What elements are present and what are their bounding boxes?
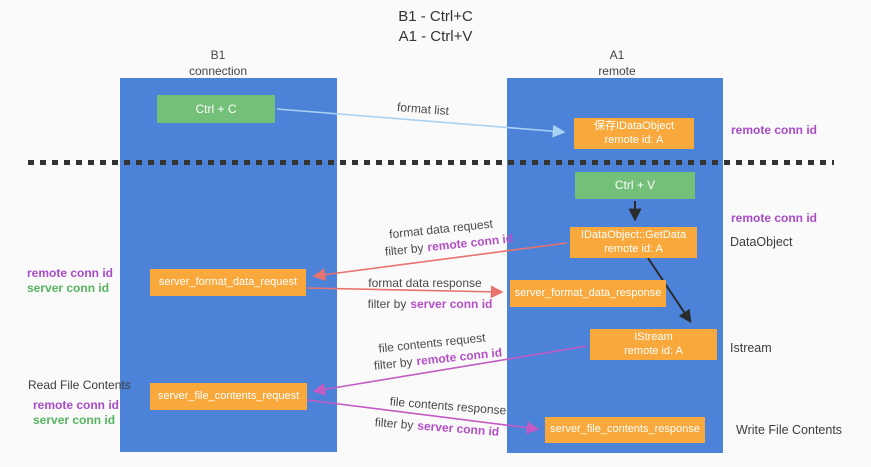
istream-box: IStream remote id: A [590, 329, 717, 360]
label-format-data-response: format data response [368, 276, 481, 290]
title-line-1: B1 - Ctrl+C [398, 8, 473, 25]
saved-dataobject-box: 保存IDataObject remote id: A [574, 118, 694, 149]
lane-header-a1: A1 remote [557, 48, 677, 79]
getdata-line1: IDataObject::GetData [580, 228, 687, 241]
filter-by-text: filter by [367, 297, 407, 311]
lane-header-a1-line2: remote [598, 63, 636, 78]
server-format-data-request-box: server_format_data_request [150, 269, 306, 296]
label-format-list: format list [397, 100, 450, 118]
remote-conn-id-text: remote conn id [27, 266, 114, 280]
server-conn-id-text: server conn id [33, 413, 116, 427]
title-line-2: A1 - Ctrl+V [398, 28, 473, 46]
saved-dataobject-line1: 保存IDataObject [593, 119, 675, 132]
server-file-contents-request-box: server_file_contents_request [150, 383, 307, 410]
remote-conn-id-text: remote conn id [33, 398, 120, 412]
write-file-contents-text: Write File Contents [736, 423, 843, 437]
istream-side-label: Istream [730, 341, 772, 355]
ctrl-v-box: Ctrl + V [575, 172, 695, 199]
read-file-contents-text: Read File Contents [28, 378, 131, 392]
getdata-line2: remote id: A [604, 242, 663, 255]
diagram-title: B1 - Ctrl+C A1 - Ctrl+V [0, 7, 871, 48]
ctrl-c-label: Ctrl + C [195, 101, 237, 116]
filter-by-text: filter by [384, 240, 425, 259]
server-file-contents-request-label: server_file_contents_request [157, 389, 300, 402]
left-remote-conn-id-label: remote conn id [27, 266, 113, 280]
left-server-conn-id-label: server conn id [27, 281, 109, 295]
server-file-contents-response-label: server_file_contents_response [550, 423, 700, 436]
remote-conn-id-text: remote conn id [731, 211, 818, 225]
lane-header-b1-line1: B1 [210, 48, 226, 62]
dataobject-label: DataObject [730, 235, 793, 249]
write-file-contents-label: Write File Contents [736, 423, 842, 437]
istream-text: Istream [730, 341, 772, 355]
server-conn-id-text: server conn id [27, 281, 110, 295]
server-format-data-request-label: server_format_data_request [158, 275, 298, 288]
lane-header-b1-line2: connection [188, 63, 248, 78]
ctrl-v-label: Ctrl + V [614, 178, 656, 192]
dataobject-text: DataObject [730, 235, 793, 249]
lane-header-a1-line1: A1 [609, 48, 625, 62]
istream-line2: remote id: A [624, 344, 683, 357]
idataobject-getdata-box: IDataObject::GetData remote id: A [570, 227, 697, 258]
server-conn-id-text: server conn id [410, 297, 493, 311]
remote-conn-id-text: remote conn id [731, 123, 818, 137]
right-remote-conn-id-label-2: remote conn id [731, 211, 817, 225]
read-file-contents-label: Read File Contents [28, 378, 131, 392]
format-list-text: format list [396, 99, 450, 119]
format-data-response-text: format data response [368, 276, 482, 290]
lane-header-b1: B1 connection [158, 48, 278, 79]
filter-by-text: filter by [373, 354, 414, 373]
server-file-contents-response-box: server_file_contents_response [545, 417, 705, 443]
istream-line1: IStream [634, 330, 673, 343]
label-file-contents-response: file contents response [389, 394, 506, 417]
server-conn-id-text: server conn id [416, 418, 500, 439]
file-contents-response-text: file contents response [389, 394, 507, 418]
server-format-data-response-box: server_format_data_response [510, 280, 666, 307]
left-server-conn-id-label-2: server conn id [33, 413, 115, 427]
filter-by-text: filter by [374, 415, 414, 433]
right-remote-conn-id-label-1: remote conn id [731, 123, 817, 137]
server-format-data-response-label: server_format_data_response [514, 286, 662, 299]
ctrl-c-box: Ctrl + C [157, 95, 275, 123]
saved-dataobject-line2: remote id: A [604, 133, 664, 146]
left-remote-conn-id-label-2: remote conn id [33, 398, 119, 412]
copy-paste-separator-line [28, 160, 834, 165]
